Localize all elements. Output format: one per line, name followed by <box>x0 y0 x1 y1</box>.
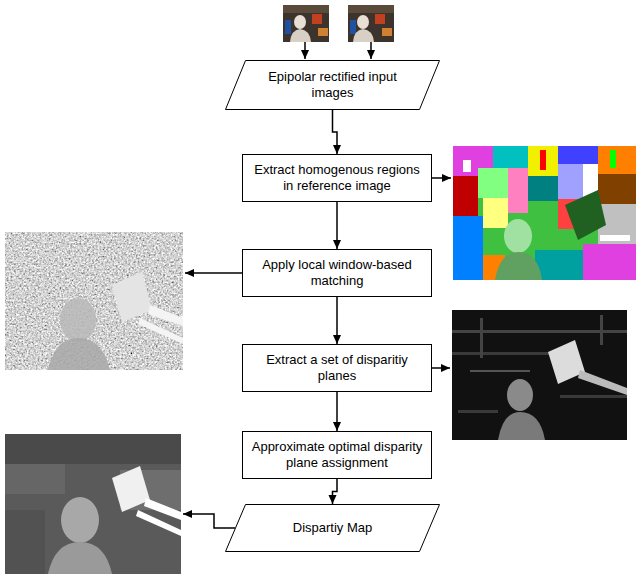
process-box: Extract homogenous regions in reference … <box>242 154 432 202</box>
node-label: Approximate optimal disparity plane assi… <box>251 439 423 471</box>
matching-result-image <box>5 232 183 370</box>
flow-arrow <box>336 202 338 249</box>
input-photo-right <box>348 5 394 42</box>
io-parallelogram: Epipolar rectified input images <box>225 60 440 110</box>
flow-arrow <box>333 479 338 504</box>
output-arrow <box>183 514 235 528</box>
disparity-planes-image <box>452 310 627 440</box>
output-arrow <box>432 367 450 369</box>
flow-arrow <box>336 392 338 431</box>
segmentation-image <box>453 146 636 280</box>
disparity-map-image <box>5 434 181 574</box>
input-arrow <box>304 42 306 59</box>
flow-arrow <box>333 110 338 154</box>
process-box: Approximate optimal disparity plane assi… <box>242 431 432 479</box>
node-label: Epipolar rectified input images <box>251 69 414 101</box>
io-parallelogram: Dispartiy Map <box>225 504 440 552</box>
input-photo-left <box>283 5 329 42</box>
node-label: Extract a set of disparitiy planes <box>251 352 423 384</box>
process-box: Extract a set of disparitiy planes <box>242 344 432 392</box>
output-arrow <box>185 272 242 274</box>
node-label: Apply local window-based matching <box>251 257 423 289</box>
input-arrow <box>370 42 372 59</box>
process-box: Apply local window-based matching <box>242 249 432 297</box>
node-label: Extract homogenous regions in reference … <box>251 162 423 194</box>
flow-arrow <box>336 297 338 344</box>
output-arrow <box>432 177 451 179</box>
node-label: Dispartiy Map <box>293 520 372 536</box>
